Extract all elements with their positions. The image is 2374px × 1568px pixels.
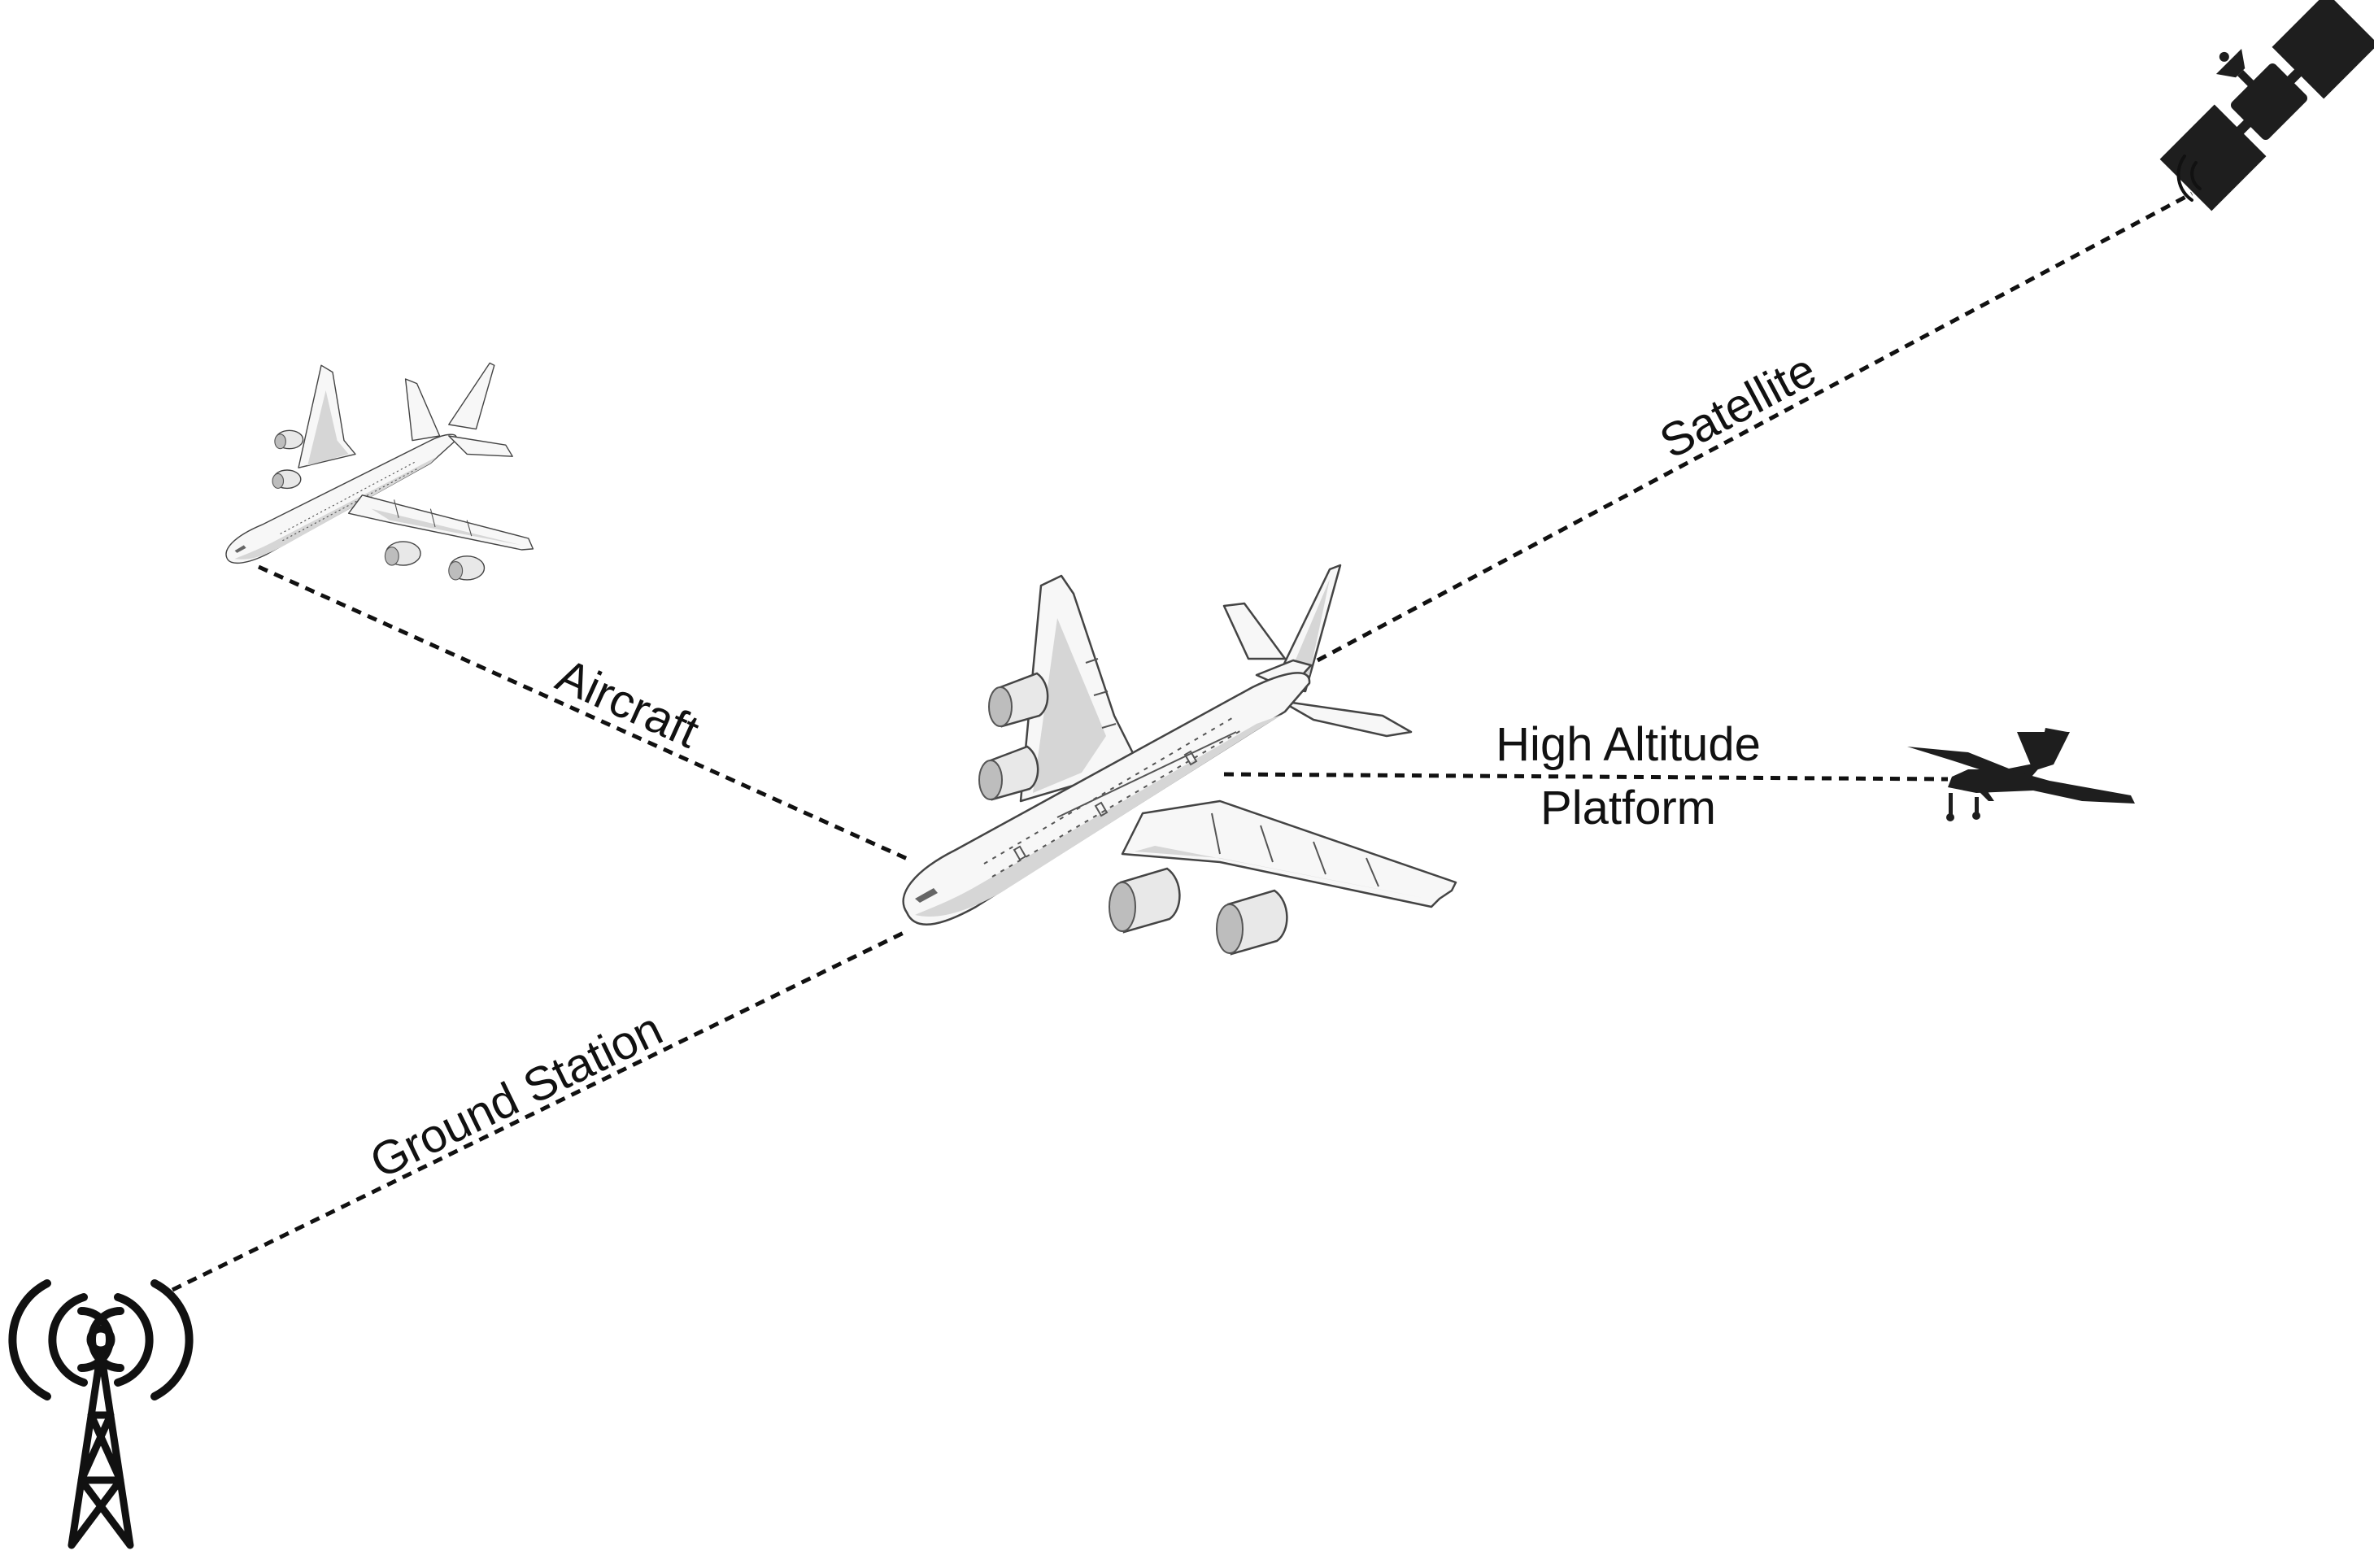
remote-aircraft-icon bbox=[225, 362, 534, 581]
link-aircraft bbox=[257, 564, 913, 863]
satellite-icon bbox=[2159, 0, 2374, 211]
link-hap bbox=[1223, 772, 1949, 782]
label-aircraft: Aircraft bbox=[549, 649, 707, 759]
label-ground-station: Ground Station bbox=[362, 1002, 670, 1188]
satellite-signal-icon bbox=[2176, 155, 2202, 202]
label-hap-line1: High Altitude bbox=[1496, 718, 1761, 771]
label-satellite: Satellite bbox=[1652, 343, 1825, 468]
label-hap-line2: Platform bbox=[1540, 782, 1716, 834]
main-aircraft-icon bbox=[902, 564, 1457, 956]
radio-tower-icon bbox=[8, 1279, 194, 1549]
link-satellite bbox=[1316, 191, 2193, 663]
drone-icon bbox=[1907, 728, 2135, 821]
